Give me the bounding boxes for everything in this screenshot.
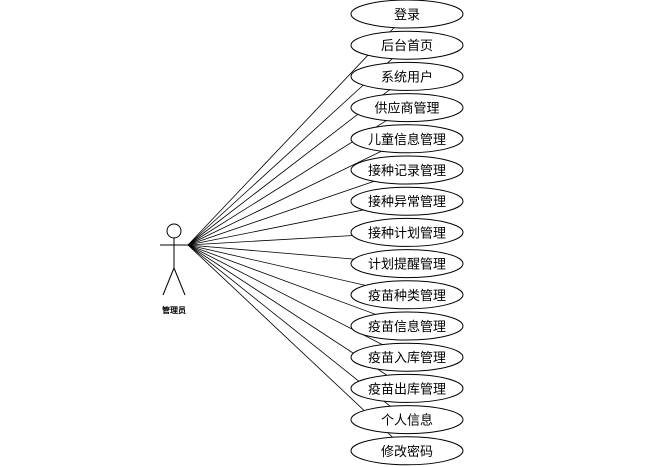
use-case-ellipse [350, 342, 464, 372]
use-case-ellipse [350, 249, 464, 279]
use-case-label: 供应商管理 [374, 101, 439, 117]
use-case: 儿童信息管理 [350, 124, 464, 154]
actor-stick-figure: 管理员 [160, 223, 188, 315]
use-case-label: 接种记录管理 [368, 163, 446, 179]
use-case-label: 疫苗信息管理 [368, 319, 446, 335]
use-case: 修改密码 [350, 436, 464, 466]
use-case-ellipse [350, 61, 464, 91]
association-line [187, 138, 408, 246]
use-case-label: 疫苗入库管理 [368, 350, 446, 366]
use-case-ellipse [350, 93, 464, 123]
use-case: 登录 [350, 0, 464, 29]
use-case-ellipse [350, 280, 464, 310]
association-line [187, 244, 408, 327]
use-case: 系统用户 [350, 61, 464, 91]
use-case-label: 登录 [394, 8, 420, 23]
use-case-ellipse [350, 124, 464, 154]
use-case-label: 接种计划管理 [368, 225, 446, 241]
use-case-label: 疫苗出库管理 [368, 381, 446, 397]
use-case-label: 儿童信息管理 [368, 132, 446, 148]
actor-label: 管理员 [162, 305, 186, 315]
actor-right-leg [173, 267, 186, 296]
use-case-label: 个人信息 [381, 413, 433, 429]
association-line [187, 169, 408, 246]
use-case-ellipse [350, 405, 464, 435]
use-case: 供应商管理 [350, 93, 464, 123]
use-case-ellipse [350, 0, 464, 29]
actor-left-leg [162, 267, 175, 296]
use-case-ellipse [350, 311, 464, 341]
use-case: 疫苗信息管理 [350, 311, 464, 341]
use-case-list: 登录后台首页系统用户供应商管理儿童信息管理接种记录管理接种异常管理接种计划管理计… [350, 0, 464, 466]
use-case-label: 计划提醒管理 [368, 257, 446, 273]
use-case: 接种记录管理 [350, 155, 464, 185]
use-case-ellipse [350, 186, 464, 216]
association-line [187, 244, 408, 358]
use-case: 疫苗出库管理 [350, 373, 464, 403]
use-case: 接种异常管理 [350, 186, 464, 216]
use-case-ellipse [350, 436, 464, 466]
use-case-label: 系统用户 [381, 69, 433, 85]
use-case-label: 修改密码 [381, 444, 433, 460]
use-case-ellipse [350, 30, 464, 60]
use-case: 计划提醒管理 [350, 249, 464, 279]
use-case: 疫苗种类管理 [350, 280, 464, 310]
use-case: 后台首页 [350, 30, 464, 60]
use-case-ellipse [350, 155, 464, 185]
use-case-ellipse [350, 373, 464, 403]
use-case-label: 接种异常管理 [368, 194, 446, 210]
use-case: 疫苗入库管理 [350, 342, 464, 372]
use-case-label: 疫苗种类管理 [368, 288, 446, 304]
use-case: 接种计划管理 [350, 217, 464, 247]
use-case-label: 后台首页 [381, 39, 433, 54]
use-case-ellipse [350, 217, 464, 247]
use-case: 个人信息 [350, 405, 464, 435]
actor-head [166, 223, 182, 239]
